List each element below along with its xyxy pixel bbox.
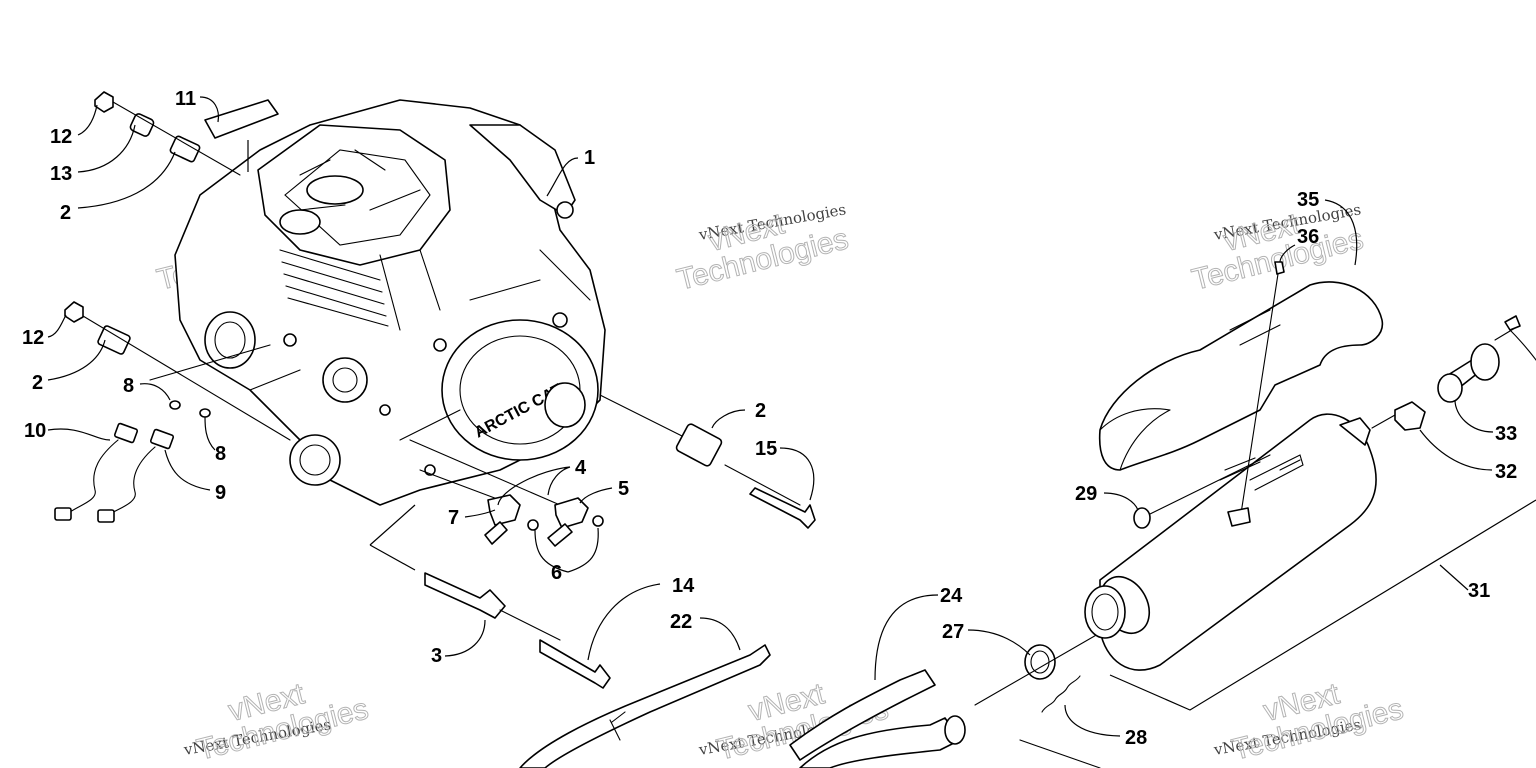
callout-2-upper: 2 (60, 202, 71, 224)
sensor-9 (97, 428, 175, 523)
top-stud-set (94, 91, 279, 176)
callout-28: 28 (1125, 727, 1147, 749)
callout-32: 32 (1495, 461, 1517, 483)
stud-2-left (97, 325, 131, 355)
callout-35: 35 (1297, 189, 1319, 211)
callout-9: 9 (215, 482, 226, 504)
spacer-13 (129, 113, 155, 137)
bolt-3 (539, 639, 611, 689)
callout-31: 31 (1468, 580, 1490, 602)
callout-27: 27 (942, 621, 964, 643)
callout-12-lower: 12 (22, 327, 44, 349)
heat-shield-35 (1098, 281, 1384, 471)
callout-8-upper: 8 (123, 375, 134, 397)
callout-14: 14 (672, 575, 695, 597)
middle-stud-set (64, 301, 291, 441)
nut-12-lower (64, 301, 84, 323)
callout-10: 10 (24, 420, 46, 442)
callout-29: 29 (1075, 483, 1097, 505)
header-pipe-24 (789, 669, 966, 768)
gasket-27 (1024, 644, 1056, 680)
callout-33: 33 (1495, 423, 1517, 445)
watermark-outline: vNext Technologies (673, 207, 852, 298)
callout-1: 1 (584, 147, 595, 169)
nut-12-upper (94, 91, 114, 113)
gasket-32 (1394, 401, 1426, 431)
stud-2-right (675, 423, 723, 467)
spark-arrestor-33 (1437, 315, 1536, 403)
engine-assembly: ARCTIC CAT (174, 99, 606, 506)
pipe-22 (519, 644, 771, 768)
stud-2-upper (169, 135, 201, 163)
washer-8a (169, 400, 181, 410)
callout-2-right: 2 (755, 400, 766, 422)
muffler-bracket-line (1109, 499, 1536, 711)
callout-22: 22 (670, 611, 692, 633)
watermark-outline: vNext Technologies (1228, 677, 1407, 768)
callout-5: 5 (618, 478, 629, 500)
callout-15: 15 (755, 438, 777, 460)
alignment-line-b (1019, 739, 1101, 768)
bolt-15 (749, 487, 816, 529)
callout-4: 4 (575, 457, 587, 479)
lower-mount-parts (369, 439, 611, 689)
callout-13: 13 (50, 163, 72, 185)
callout-6: 6 (551, 562, 562, 584)
callout-12-upper: 12 (50, 126, 72, 148)
callout-24: 24 (940, 585, 963, 607)
alignment-line-c (1371, 414, 1396, 429)
callout-2-left: 2 (32, 372, 43, 394)
leader-lines (47, 96, 1494, 737)
alignment-line-a (974, 629, 1106, 706)
front-mount-parts (599, 394, 816, 529)
washer-8b (199, 408, 211, 418)
stud-3 (424, 572, 506, 619)
callout-3: 3 (431, 645, 442, 667)
callout-36: 36 (1297, 226, 1319, 248)
callout-7: 7 (448, 507, 459, 529)
callouts: 1 2 2 2 3 4 5 6 7 8 8 9 10 11 12 12 13 1… (22, 88, 1517, 749)
callout-11: 11 (175, 88, 196, 110)
spring-28 (1041, 675, 1081, 713)
grommet-29 (1133, 454, 1271, 529)
sensor-10 (54, 422, 139, 521)
decal-11 (204, 99, 279, 139)
watermark-outline: vNext Technologies (193, 677, 372, 768)
callout-8-lower: 8 (215, 443, 226, 465)
screw-36 (1227, 261, 1285, 527)
muffler-31 (1084, 413, 1377, 671)
